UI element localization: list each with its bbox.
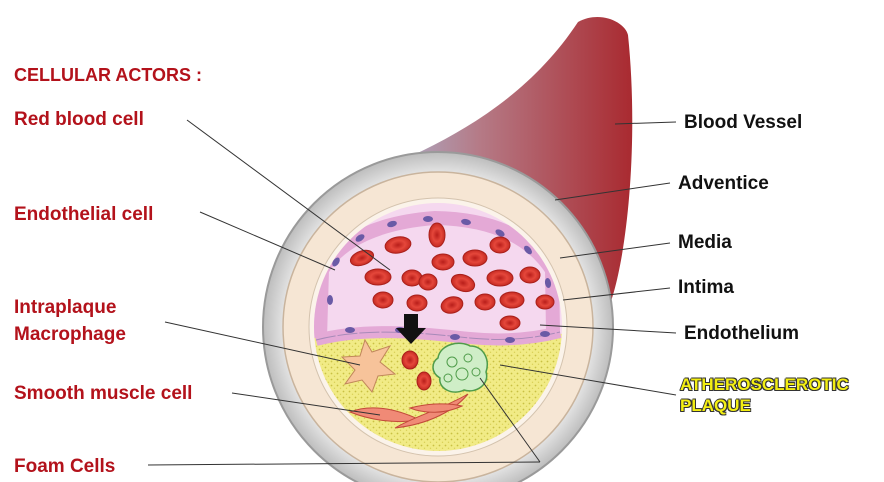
label-blood-vessel: Blood Vessel <box>684 111 802 135</box>
label-macrophage: Macrophage <box>14 323 126 347</box>
label-endothelial-cell: Endothelial cell <box>14 203 153 227</box>
label-intima: Intima <box>678 276 734 300</box>
heading-cellular-actors: CELLULAR ACTORS : <box>14 64 202 87</box>
label-intraplaque: Intraplaque <box>14 296 116 320</box>
label-media: Media <box>678 231 732 255</box>
label-smooth-muscle-cell: Smooth muscle cell <box>14 382 192 406</box>
label-plaque-line-2: PLAQUE <box>680 395 849 416</box>
label-foam-cells: Foam Cells <box>14 455 115 479</box>
label-red-blood-cell: Red blood cell <box>14 108 144 132</box>
label-plaque-line-1: ATHEROSCLEROTIC <box>680 374 849 395</box>
label-endothelium: Endothelium <box>684 322 799 346</box>
label-atherosclerotic-plaque: ATHEROSCLEROTIC PLAQUE <box>680 374 849 417</box>
foam-cell <box>433 343 487 392</box>
label-adventice: Adventice <box>678 172 769 196</box>
